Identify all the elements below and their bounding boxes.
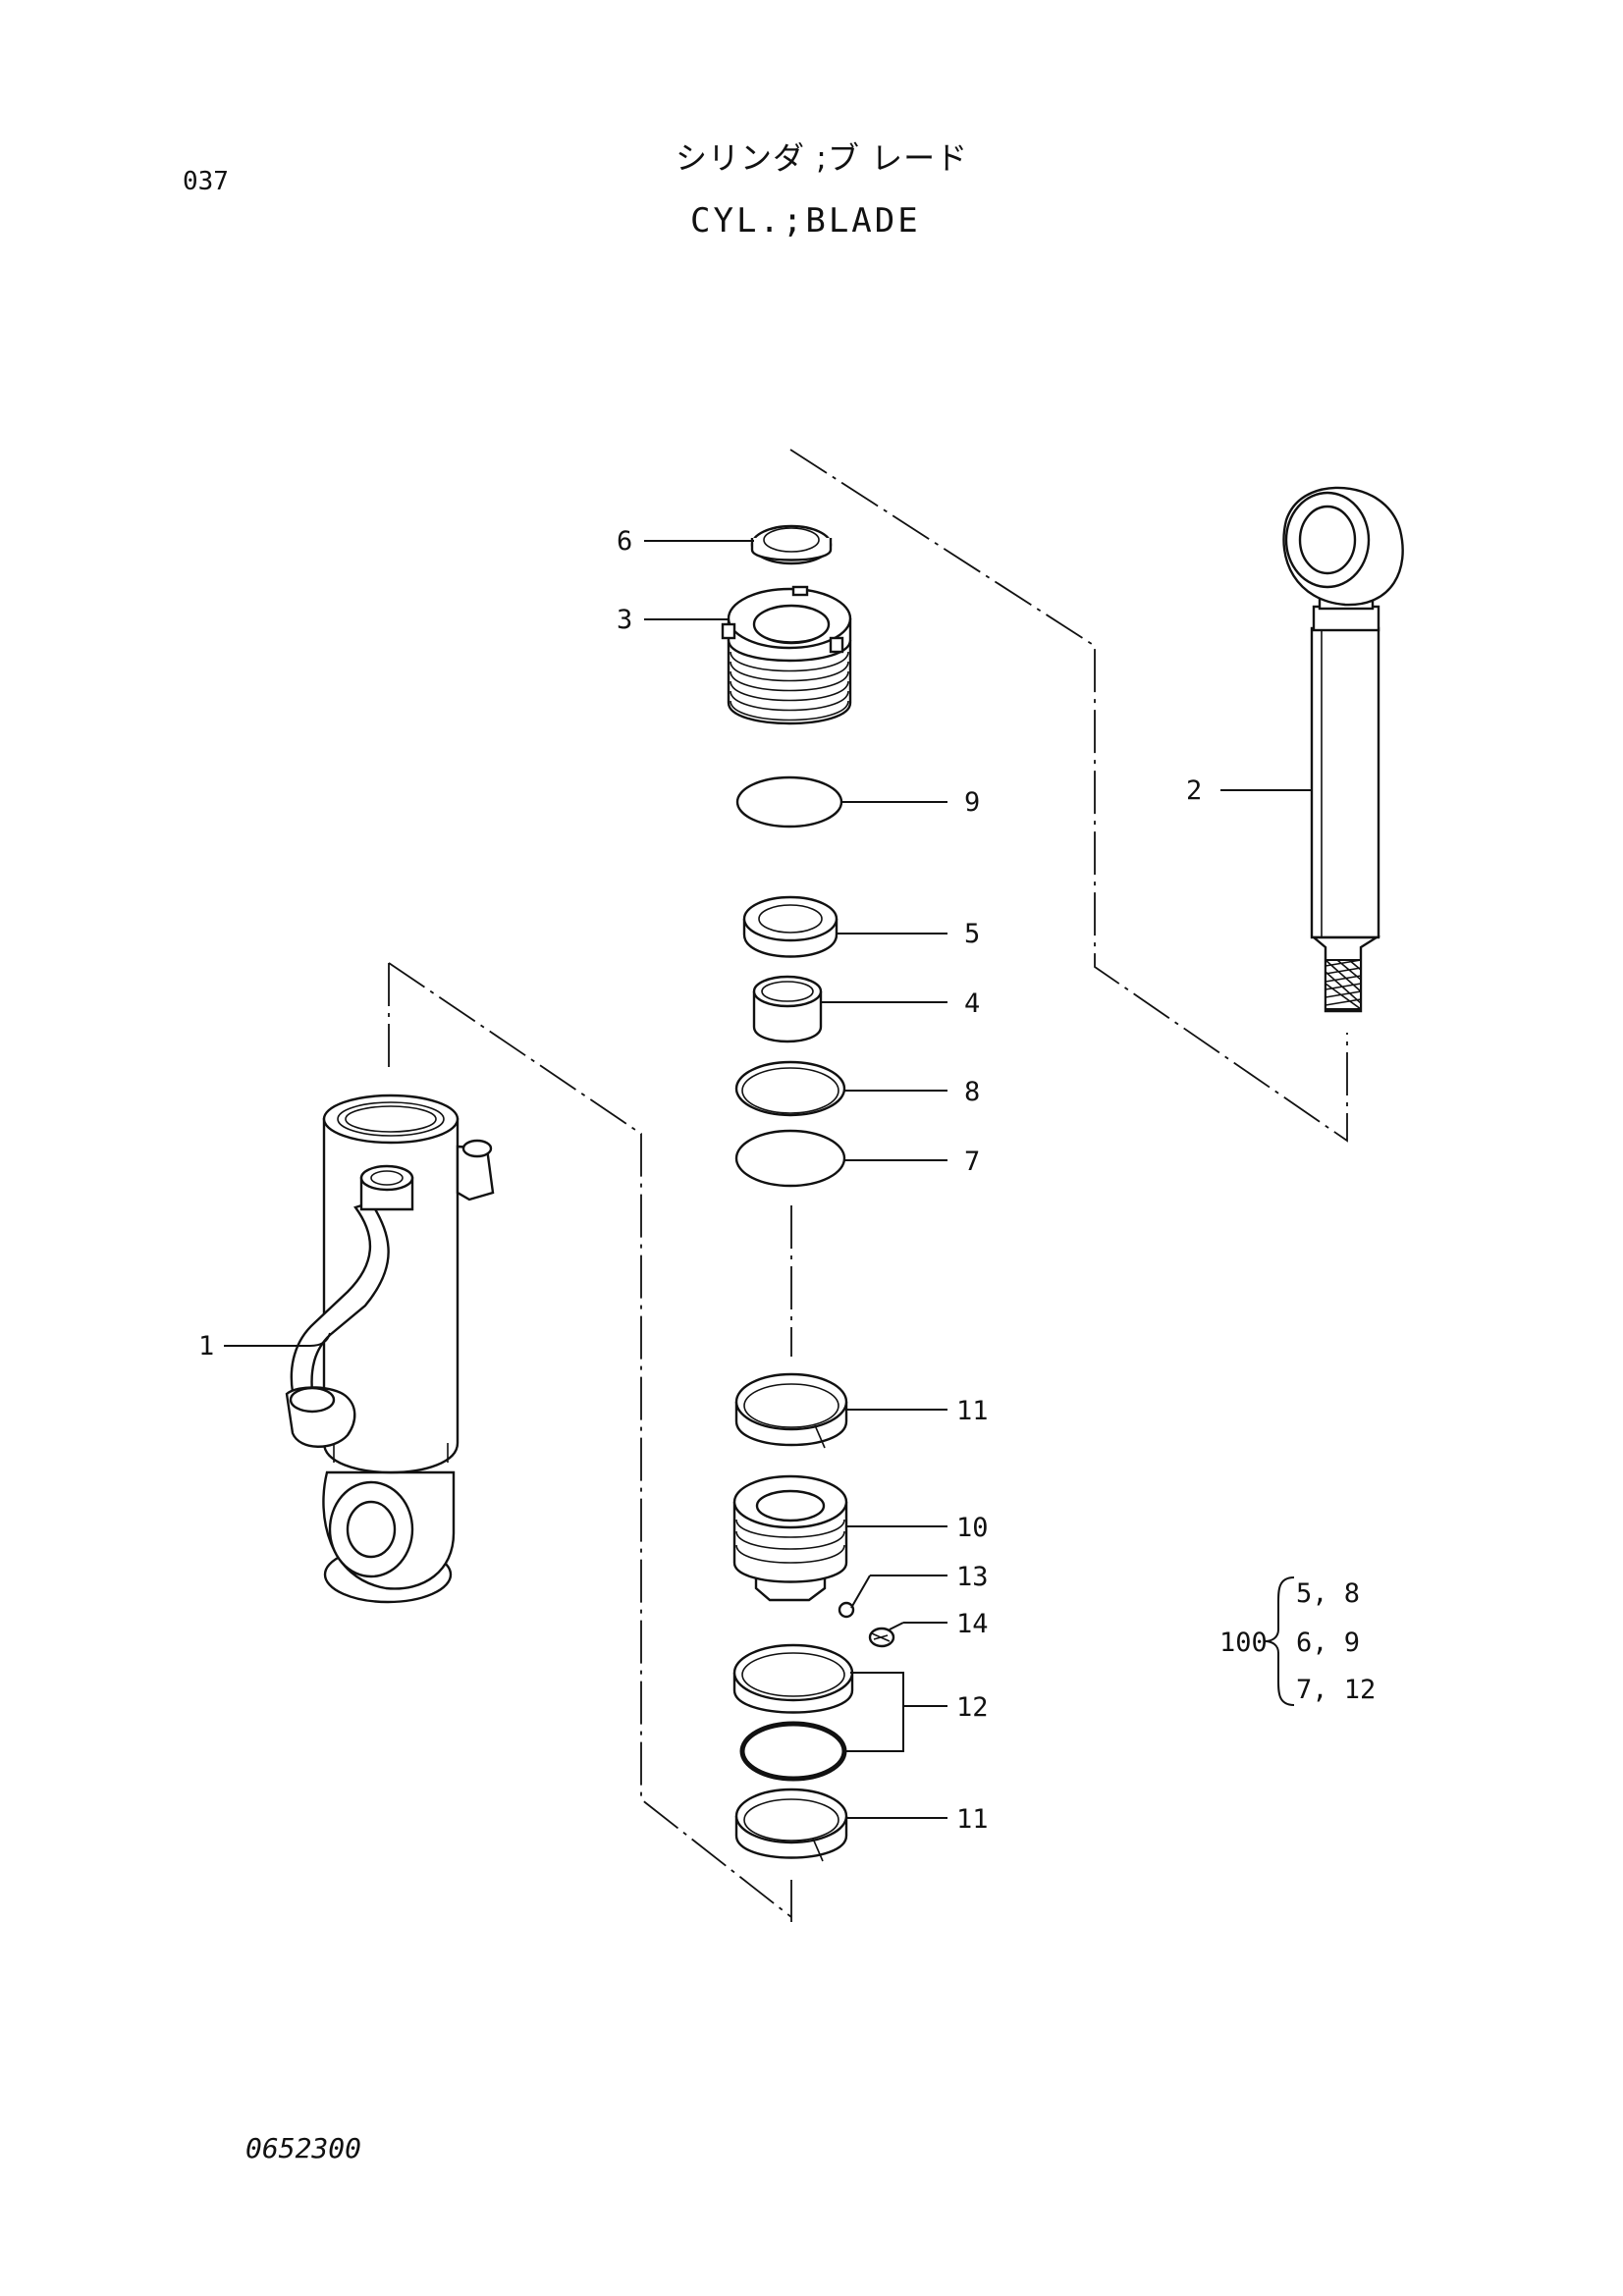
callout-1: 1 bbox=[198, 1331, 214, 1362]
page-number: 037 bbox=[183, 167, 229, 196]
callout-13: 13 bbox=[956, 1562, 989, 1592]
callout-11-lower: 11 bbox=[956, 1804, 989, 1835]
callout-12: 12 bbox=[956, 1692, 989, 1723]
callout-5: 5 bbox=[964, 919, 980, 949]
part-piston bbox=[732, 1474, 848, 1602]
kit-row-1: 5, 8 bbox=[1296, 1578, 1360, 1609]
part-wear-ring-lower bbox=[734, 1788, 848, 1862]
callout-9: 9 bbox=[964, 787, 980, 818]
part-cylinder-tube bbox=[285, 1094, 495, 1604]
part-bushing bbox=[752, 975, 823, 1043]
part-slide-ring-set bbox=[732, 1643, 854, 1782]
kit-brace bbox=[1264, 1576, 1295, 1706]
part-set-screw bbox=[868, 1627, 895, 1648]
assembly-lines bbox=[388, 449, 1348, 1922]
page-title: CYL.;BLADE bbox=[690, 201, 921, 240]
part-piston-rod bbox=[1282, 486, 1404, 1013]
part-o-ring-9 bbox=[735, 775, 843, 828]
part-o-ring-8 bbox=[734, 1060, 846, 1117]
drawing-number: 0652300 bbox=[245, 2132, 362, 2164]
callout-14: 14 bbox=[956, 1609, 989, 1639]
leader-lines bbox=[224, 540, 1312, 1819]
callout-4: 4 bbox=[964, 988, 980, 1019]
kit-row-3: 7, 12 bbox=[1296, 1675, 1376, 1705]
kit-label: 100 bbox=[1219, 1628, 1268, 1658]
kit-row-2: 6, 9 bbox=[1296, 1628, 1360, 1658]
part-o-ring-7 bbox=[734, 1129, 846, 1188]
callout-10: 10 bbox=[956, 1513, 989, 1543]
callout-8: 8 bbox=[964, 1077, 980, 1107]
part-rod-cover bbox=[721, 585, 852, 725]
callout-7: 7 bbox=[964, 1147, 980, 1177]
callout-labels: 6 3 9 5 4 8 7 11 10 13 14 12 11 2 1 100 … bbox=[198, 526, 1376, 1835]
part-steel-ball bbox=[838, 1601, 855, 1619]
callout-11-upper: 11 bbox=[956, 1396, 989, 1426]
page-title-japanese: シリンダ ;ブ レード bbox=[676, 139, 969, 177]
callout-6: 6 bbox=[617, 526, 632, 557]
callout-2: 2 bbox=[1186, 775, 1202, 806]
part-rod-packing bbox=[742, 895, 839, 958]
part-dust-seal bbox=[750, 524, 833, 565]
part-wear-ring-upper bbox=[734, 1372, 848, 1449]
callout-3: 3 bbox=[617, 605, 632, 635]
